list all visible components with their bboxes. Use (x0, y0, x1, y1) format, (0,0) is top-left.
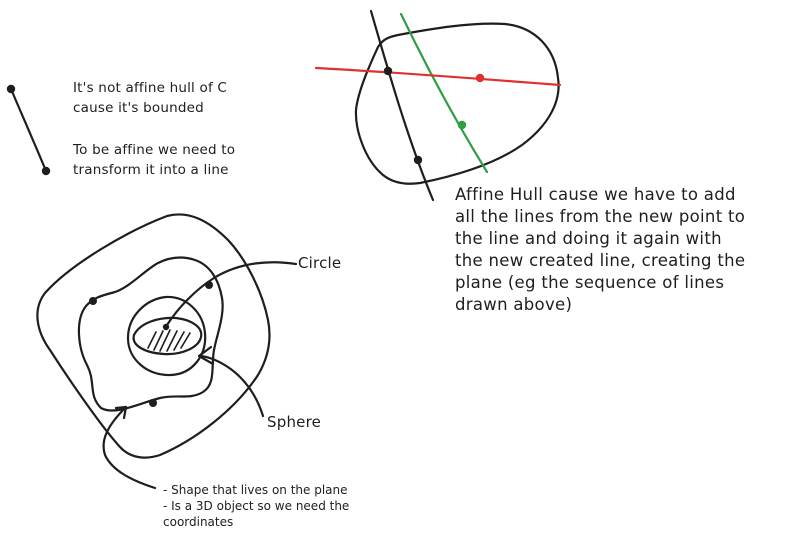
note-line: drawn above) (455, 295, 573, 314)
note-line: Affine Hull cause we have to add (455, 185, 736, 204)
note-line: transform it into a line (73, 162, 229, 178)
wavy-shape (77, 256, 224, 412)
circle-ellipse (132, 316, 203, 356)
note-line: To be affine we need to (73, 142, 236, 158)
shape-arrow (102, 405, 157, 490)
wavy-point-left (89, 297, 97, 305)
segment-line (9, 87, 48, 173)
segment-endpoint-bottom (41, 166, 51, 176)
black-line-point-top (383, 66, 393, 76)
note-shape-lives-on-plane: - Shape that lives on the plane - Is a 3… (163, 482, 349, 530)
sphere-arrow (197, 354, 265, 418)
black-line (369, 9, 435, 202)
note-line: cause it's bounded (73, 100, 204, 116)
circle-hatching (147, 329, 191, 352)
note-affine-hull-of-c: It's not affine hull of C cause it's bou… (73, 78, 227, 118)
note-line: the line and doing it again with (455, 229, 722, 248)
sphere-label: Sphere (267, 413, 322, 431)
note-line: plane (eg the sequence of lines (455, 273, 725, 292)
note-line: It's not affine hull of C (73, 80, 228, 96)
note-to-be-affine: To be affine we need to transform it int… (73, 140, 235, 180)
circle-label: Circle (298, 254, 342, 272)
plane-rect-bottom (36, 213, 271, 459)
green-line (399, 12, 489, 174)
plane-rect-top (354, 22, 560, 185)
wavy-point-bottom (149, 399, 157, 407)
note-line: all the lines from the new point to (455, 207, 746, 226)
sphere-ellipse (126, 295, 207, 377)
note-line: coordinates (163, 515, 234, 529)
circle-arrow (165, 261, 298, 327)
note-line: - Is a 3D object so we need the (163, 499, 350, 513)
shape-arrowhead (114, 405, 128, 420)
wavy-point-right (205, 281, 213, 289)
red-line-point (475, 73, 485, 83)
black-line-point-bottom (413, 155, 423, 165)
note-line: - Shape that lives on the plane (163, 483, 348, 497)
note-affine-hull-explanation: Affine Hull cause we have to add all the… (455, 184, 745, 316)
segment-endpoint-top (6, 84, 16, 94)
green-line-point (457, 120, 467, 130)
red-line (314, 66, 562, 87)
points (6, 66, 485, 407)
sphere-arrowhead (197, 345, 215, 366)
note-line: the new created line, creating the (455, 251, 746, 270)
circle-center-point (162, 323, 170, 331)
